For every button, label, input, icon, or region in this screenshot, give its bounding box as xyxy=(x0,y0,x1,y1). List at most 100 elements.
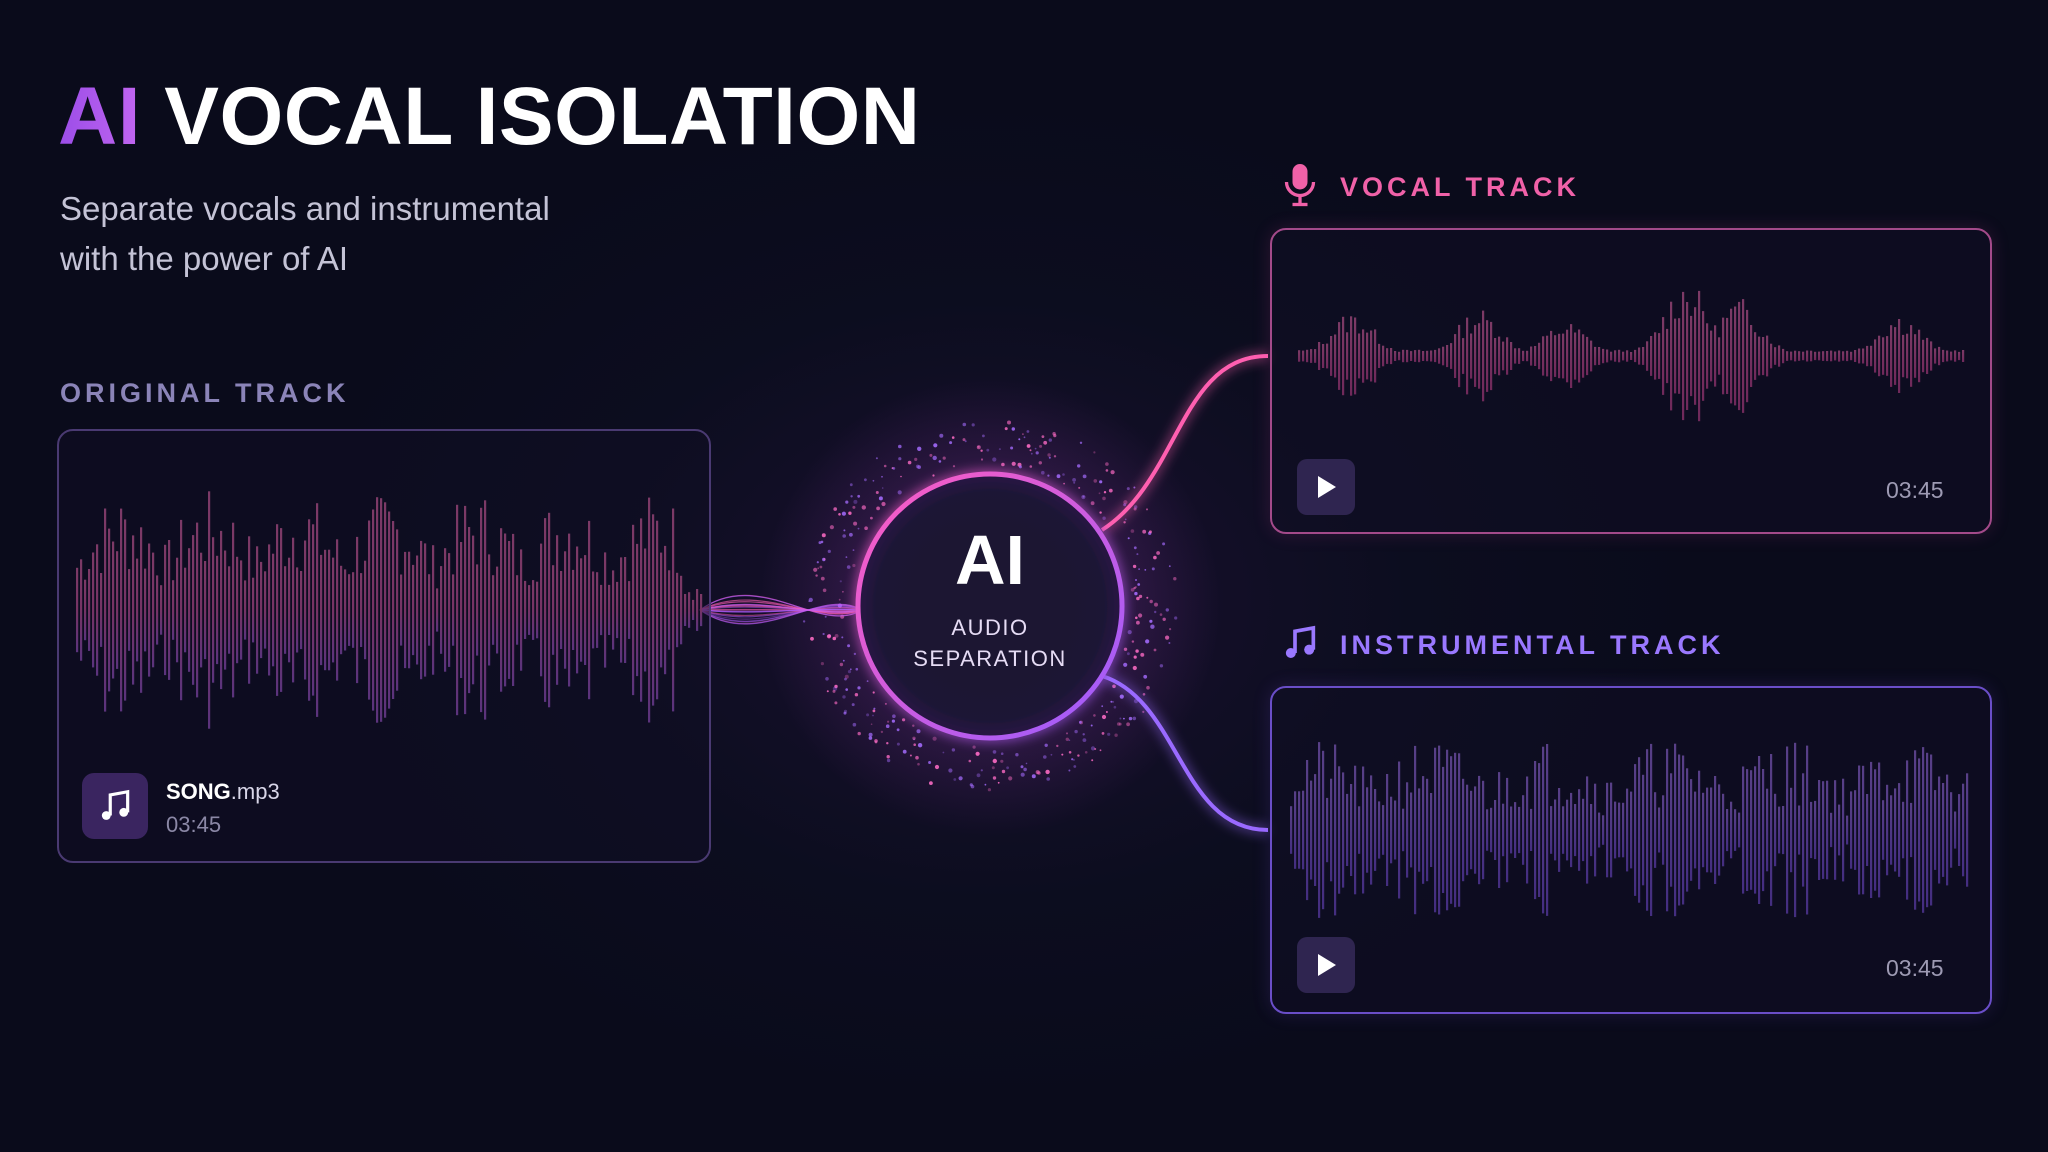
particle-dot xyxy=(1034,447,1037,450)
particle-dot xyxy=(1093,451,1096,454)
particle-dot xyxy=(1090,724,1093,727)
ai-circle xyxy=(855,471,1125,741)
particle-dot xyxy=(1123,503,1127,507)
particle-dot xyxy=(825,677,829,681)
particle-dot xyxy=(1123,662,1128,667)
particle-dot xyxy=(815,574,818,577)
particle-dot xyxy=(886,758,891,763)
particle-dot xyxy=(1165,608,1170,612)
particle-dot xyxy=(1047,453,1051,457)
particle-dot xyxy=(875,491,879,494)
particle-dot xyxy=(810,636,814,641)
particle-dot xyxy=(932,474,935,477)
instrumental-connector xyxy=(1101,674,1269,832)
vocal-play-button[interactable] xyxy=(1297,459,1355,515)
particle-dot xyxy=(1004,427,1008,431)
particle-dot xyxy=(992,750,997,754)
particle-dot xyxy=(896,728,900,732)
particle-dot xyxy=(875,457,878,460)
particle-dot xyxy=(1025,762,1028,765)
particle-dot xyxy=(1048,456,1051,459)
particle-dot xyxy=(980,769,983,772)
particle-dot xyxy=(913,743,916,746)
particle-dot xyxy=(866,680,869,682)
particle-dot xyxy=(1038,461,1043,465)
particle-dot xyxy=(1135,649,1139,653)
particle-dot xyxy=(1105,711,1108,713)
particle-dot xyxy=(1011,427,1015,431)
particle-dot xyxy=(929,453,933,457)
particle-dot xyxy=(1123,647,1128,651)
particle-dot xyxy=(1074,729,1078,734)
particle-dot xyxy=(892,467,896,470)
particle-dot xyxy=(1102,516,1106,520)
particle-dot xyxy=(857,731,861,736)
particle-dot xyxy=(933,443,938,448)
particle-dot xyxy=(912,724,915,727)
particle-dot xyxy=(932,736,937,741)
particle-dot xyxy=(1031,774,1036,779)
file-extension: .mp3 xyxy=(230,779,280,804)
particle-dot xyxy=(1041,470,1045,475)
instrumental-play-button[interactable] xyxy=(1297,937,1355,993)
particle-dot xyxy=(883,464,887,468)
particle-dot xyxy=(1153,648,1157,652)
particle-dot xyxy=(881,475,883,478)
beam-strand xyxy=(699,595,863,617)
particle-dot xyxy=(847,670,852,674)
particle-dot xyxy=(1145,639,1150,644)
particle-dot xyxy=(912,736,916,740)
particle-dot xyxy=(826,690,829,693)
particle-dot xyxy=(1113,705,1117,709)
particle-dot xyxy=(872,714,874,717)
particle-dot xyxy=(1133,546,1137,550)
particle-dot xyxy=(868,736,873,740)
particle-dot xyxy=(1023,436,1026,439)
particle-dot xyxy=(1138,594,1143,599)
particle-dot xyxy=(857,527,860,530)
particle-dot xyxy=(1132,665,1137,671)
particle-dot xyxy=(853,652,857,656)
subtitle-line: with the power of AI xyxy=(60,240,348,277)
particle-dot xyxy=(1101,732,1105,735)
particle-dot xyxy=(917,762,920,766)
particle-dot xyxy=(1030,452,1033,455)
instrumental-track-label: INSTRUMENTAL TRACK xyxy=(1340,630,1725,660)
particle-dot xyxy=(857,686,861,690)
particle-dot xyxy=(1110,470,1115,475)
ai-subtitle-line: AUDIO xyxy=(951,615,1029,640)
input-beam xyxy=(699,594,863,625)
particle-dot xyxy=(881,487,884,489)
title-main: VOCAL ISOLATION xyxy=(164,71,921,162)
particle-dot xyxy=(1148,530,1152,534)
particle-dot xyxy=(1133,486,1136,489)
particle-dot xyxy=(1127,537,1130,540)
particle-dot xyxy=(1124,518,1127,521)
particle-dot xyxy=(1066,732,1068,735)
particle-dot xyxy=(1065,737,1070,741)
particle-dot xyxy=(1149,619,1153,623)
particle-dot xyxy=(820,576,825,581)
music-note-icon xyxy=(82,773,148,839)
particle-dot xyxy=(1078,486,1081,489)
particle-dot xyxy=(1136,553,1139,556)
particle-dot xyxy=(909,754,912,757)
particle-dot xyxy=(1107,732,1111,736)
particle-dot xyxy=(1136,596,1140,601)
particle-dot xyxy=(852,505,856,509)
particle-dot xyxy=(870,723,873,725)
particle-dot xyxy=(1068,739,1071,741)
particle-dot xyxy=(1001,769,1006,774)
particle-dot xyxy=(842,590,844,593)
particle-dot xyxy=(976,445,981,450)
particle-dot xyxy=(1044,743,1048,747)
ai-title: AI xyxy=(955,521,1025,599)
particle-dot xyxy=(873,707,876,710)
particle-dot xyxy=(1000,752,1004,755)
particle-dot xyxy=(1156,551,1160,555)
particle-dot xyxy=(1127,652,1130,656)
particle-dot xyxy=(972,745,976,749)
particle-dot xyxy=(1099,511,1102,514)
particle-dot xyxy=(1093,714,1096,717)
